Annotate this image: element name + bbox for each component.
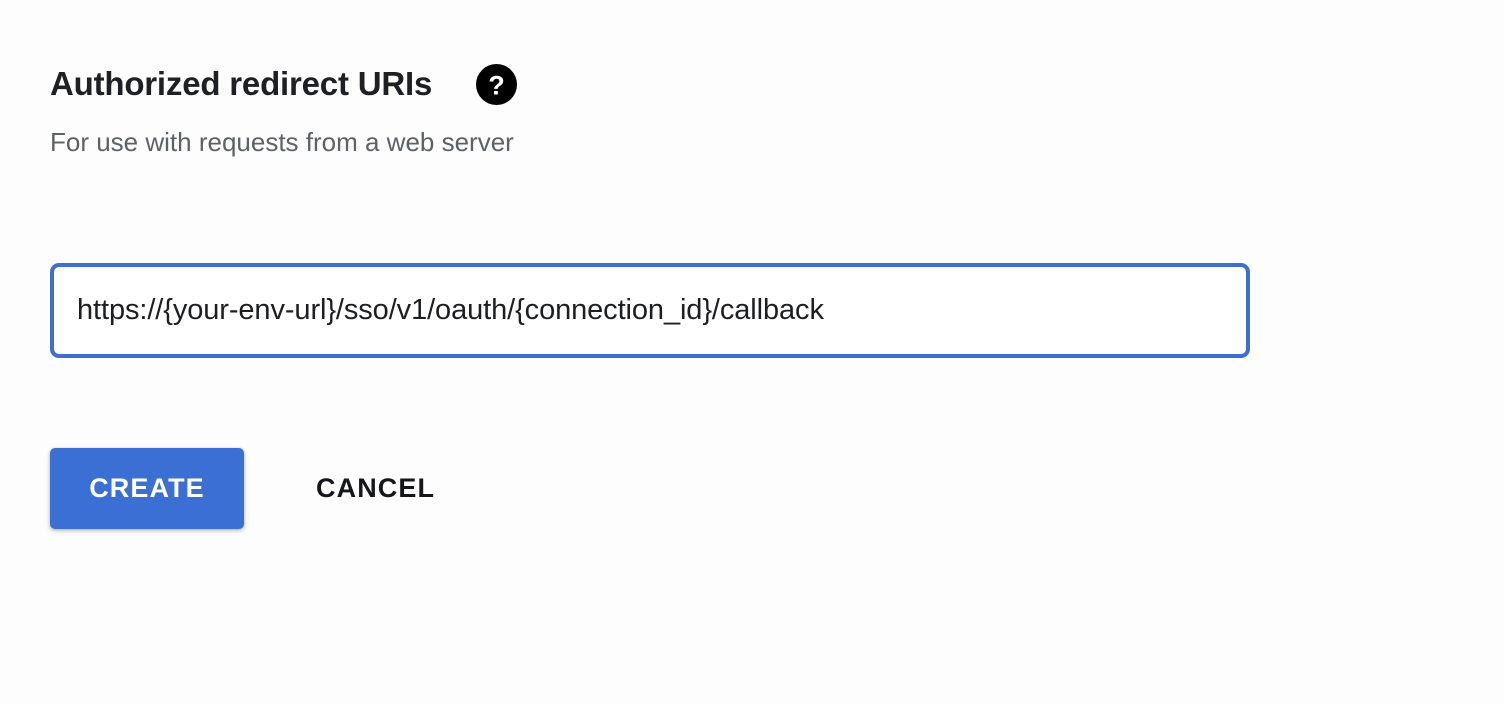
section-description: For use with requests from a web server: [50, 127, 514, 157]
uri-input-wrapper[interactable]: [50, 263, 1250, 358]
form-actions: CREATE CANCEL: [50, 447, 441, 529]
page-title: Authorized redirect URIs: [50, 65, 433, 102]
help-question-mark-icon[interactable]: ?: [476, 63, 518, 105]
authorized-redirect-uris-section: Authorized redirect URIs ? For use with …: [50, 60, 1254, 529]
cancel-button[interactable]: CANCEL: [310, 448, 441, 529]
create-button[interactable]: CREATE: [50, 447, 244, 529]
authorized-redirect-uri-input[interactable]: [54, 267, 1246, 354]
svg-text:?: ?: [488, 70, 505, 100]
section-heading-row: Authorized redirect URIs ?: [50, 60, 1254, 108]
